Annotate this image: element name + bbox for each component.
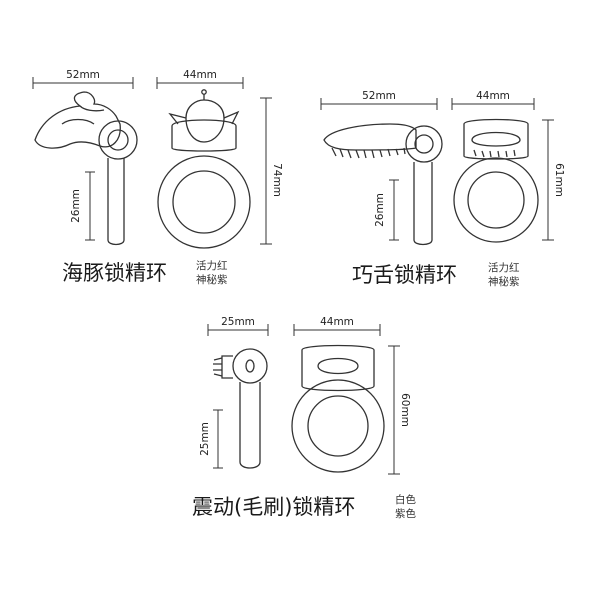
dim-label: 26mm [70, 189, 82, 223]
dim-label: 61mm [553, 163, 565, 197]
tongue-side-view [323, 123, 443, 246]
dim-label: 25mm [199, 422, 211, 456]
tongue-front-view [453, 118, 539, 243]
product-name-3: 震动(毛刷)锁精环 [192, 495, 355, 519]
dim-front-width-1: 44mm [156, 69, 244, 89]
dolphin-side-view [34, 91, 138, 246]
color-option-2a: 活力红 [488, 261, 520, 274]
dim-side-width-1: 52mm [32, 69, 134, 89]
product-vibrating: 25mm 25mm 44mm [192, 316, 416, 520]
dim-label: 52mm [362, 90, 396, 102]
vibrating-side-view [213, 348, 268, 469]
dim-side-width-2: 52mm [320, 90, 438, 110]
dim-front-width-3: 44mm [293, 316, 381, 336]
product-dolphin: 52mm 26mm 44mm [32, 69, 283, 286]
dim-stem-3: 25mm [199, 409, 223, 469]
dim-label: 60mm [399, 393, 411, 427]
dim-side-width-3: 25mm [207, 316, 269, 336]
product-name-2: 巧舌锁精环 [352, 263, 457, 287]
color-option-1b: 神秘紫 [196, 273, 228, 286]
dim-height-3: 60mm [388, 345, 411, 475]
dim-label: 44mm [476, 90, 510, 102]
dim-stem-1: 26mm [70, 171, 95, 241]
dim-label: 25mm [221, 316, 255, 328]
dim-label: 52mm [66, 69, 100, 81]
color-option-2b: 神秘紫 [488, 275, 520, 288]
dim-stem-2: 26mm [374, 179, 399, 241]
dim-label: 44mm [183, 69, 217, 81]
dim-label: 26mm [374, 193, 386, 227]
color-option-1a: 活力红 [196, 259, 228, 272]
dim-label: 44mm [320, 316, 354, 328]
product-name-1: 海豚锁精环 [62, 261, 167, 285]
dim-height-2: 61mm [542, 119, 565, 241]
dolphin-front-view [157, 89, 251, 249]
dim-height-1: 74mm [260, 97, 283, 245]
dim-label: 74mm [271, 163, 283, 197]
dim-front-width-2: 44mm [451, 90, 535, 110]
product-tongue: 52mm 26mm 44mm [320, 90, 565, 288]
vibrating-front-view [291, 344, 385, 473]
color-option-3a: 白色 [395, 493, 416, 506]
color-option-3b: 紫色 [395, 507, 416, 520]
